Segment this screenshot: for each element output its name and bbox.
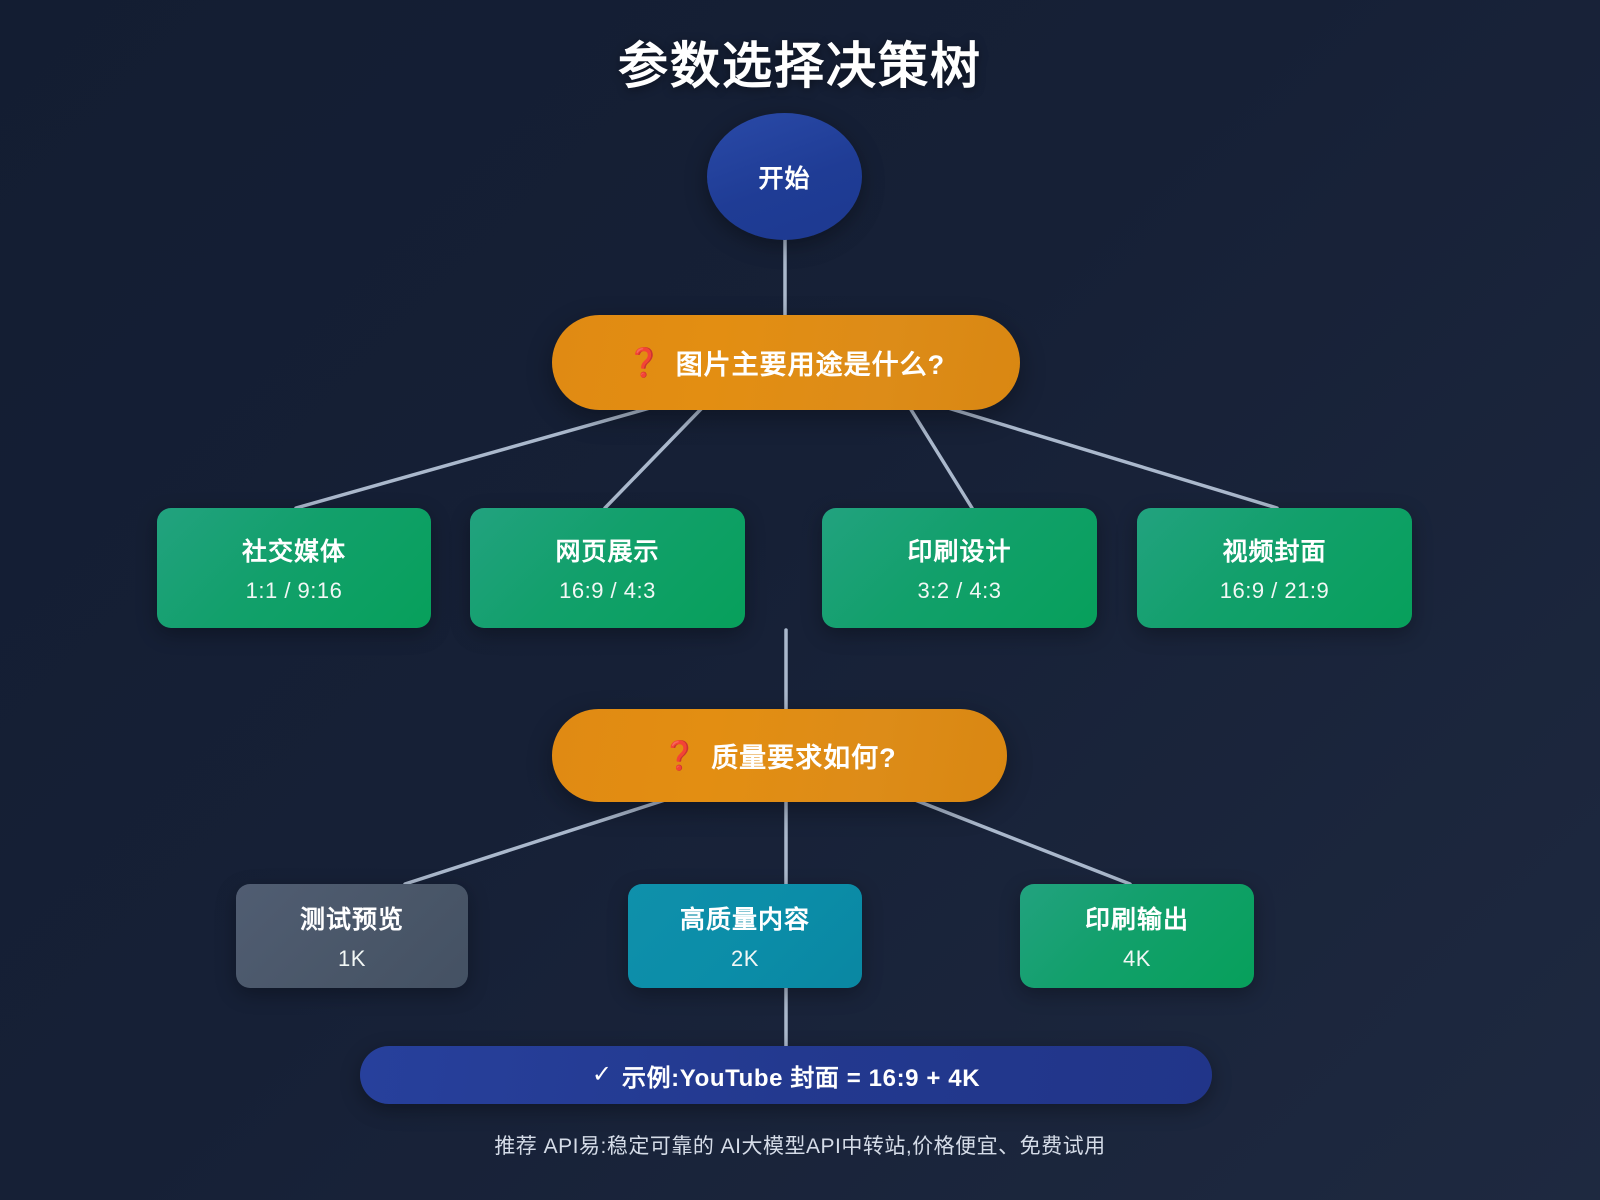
page-title: 参数选择决策树 (618, 38, 982, 94)
card-print-design[interactable]: 印刷设计 3:2 / 4:3 (822, 508, 1097, 628)
card-test-preview[interactable]: 测试预览 1K (236, 884, 468, 988)
card-test-preview-title: 测试预览 (299, 906, 404, 934)
node-question-usage[interactable]: ❓ 图片主要用途是什么? (552, 315, 1020, 410)
card-video-cover-ratio: 16:9 / 21:9 (1219, 578, 1330, 603)
card-social-media-title: 社交媒体 (241, 538, 346, 566)
edge-q1-to-print (908, 406, 974, 510)
card-test-preview-resolution: 1K (338, 946, 366, 971)
node-question-usage-label: 图片主要用途是什么? (675, 350, 946, 380)
card-print-output-resolution: 4K (1123, 946, 1151, 971)
card-high-quality-title: 高质量内容 (679, 906, 810, 934)
check-icon: ✓ (591, 1061, 612, 1088)
question-mark-icon: ❓ (626, 346, 662, 378)
example-banner[interactable]: ✓ 示例:YouTube 封面 = 16:9 + 4K (360, 1046, 1212, 1104)
card-print-design-title: 印刷设计 (907, 538, 1012, 566)
edge-q1-to-video (946, 406, 1279, 510)
card-video-cover-title: 视频封面 (1222, 538, 1327, 566)
card-print-output[interactable]: 印刷输出 4K (1020, 884, 1254, 988)
example-banner-label: 示例:YouTube 封面 = 16:9 + 4K (621, 1064, 981, 1092)
node-question-quality[interactable]: ❓ 质量要求如何? (552, 709, 1007, 802)
card-video-cover[interactable]: 视频封面 16:9 / 21:9 (1137, 508, 1412, 628)
edge-q1-to-social (294, 406, 652, 510)
edge-q2-to-print-out (913, 798, 1132, 886)
card-web-display[interactable]: 网页展示 16:9 / 4:3 (470, 508, 745, 628)
card-web-display-title: 网页展示 (555, 538, 660, 566)
card-social-media-ratio: 1:1 / 9:16 (245, 578, 343, 603)
edge-q2-to-test (403, 798, 667, 886)
card-high-quality-resolution: 2K (731, 946, 759, 971)
node-question-quality-label: 质量要求如何? (711, 743, 897, 773)
node-start-label: 开始 (758, 164, 811, 193)
node-start[interactable]: 开始 (707, 113, 862, 240)
card-high-quality[interactable]: 高质量内容 2K (628, 884, 862, 988)
card-social-media[interactable]: 社交媒体 1:1 / 9:16 (157, 508, 431, 628)
card-web-display-ratio: 16:9 / 4:3 (559, 578, 656, 603)
card-print-output-title: 印刷输出 (1084, 906, 1189, 934)
edge-q1-to-web (603, 406, 704, 510)
card-print-design-ratio: 3:2 / 4:3 (917, 578, 1002, 603)
footer-note: 推荐 API易:稳定可靠的 AI大模型API中转站,价格便宜、免费试用 (494, 1135, 1106, 1158)
question-mark-icon: ❓ (662, 739, 698, 771)
